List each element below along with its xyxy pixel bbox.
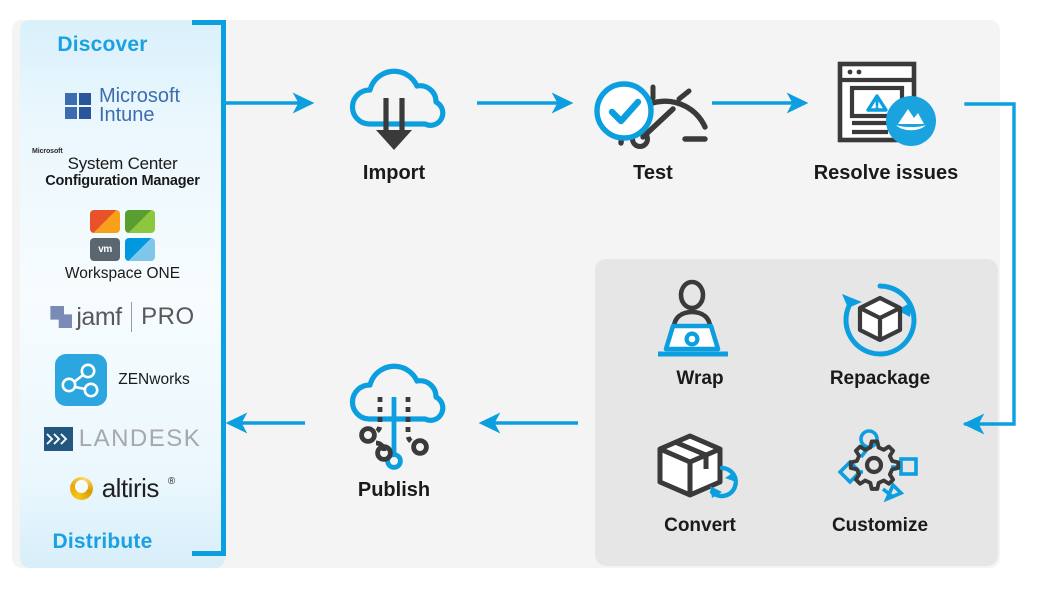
logo-stack: Microsoft Intune Microsoft System Center…: [20, 62, 225, 532]
node-convert[interactable]: Convert: [638, 427, 762, 537]
publish-label: Publish: [357, 479, 431, 501]
intune-line-1: Microsoft: [98, 85, 181, 107]
node-repackage[interactable]: Repackage: [818, 280, 942, 390]
jamf-pro-word: PRO: [141, 303, 195, 330]
bracket-side-segment: [221, 20, 226, 556]
gear-nodes-icon: [818, 427, 942, 509]
logo-jamf-pro: jamf PRO: [20, 295, 225, 339]
jamf-divider: [130, 302, 133, 332]
logo-microsoft-intune: Microsoft Intune: [20, 84, 225, 128]
node-wrap[interactable]: Wrap: [640, 279, 760, 390]
discover-label: Discover: [57, 33, 148, 56]
node-test[interactable]: Test: [583, 60, 723, 185]
person-laptop-icon: [640, 279, 760, 362]
logo-altiris: altiris ®: [20, 470, 225, 506]
tile-orange: [90, 209, 120, 233]
import-label: Import: [362, 162, 426, 184]
sccm-line-1: System Center: [67, 153, 178, 173]
cloud-download-icon: [324, 60, 464, 156]
windows-icon: [64, 93, 91, 119]
gauge-check-icon: [583, 60, 723, 156]
altiris-trademark: ®: [167, 476, 176, 487]
tile-vmware: vm: [90, 237, 120, 261]
wrap-label: Wrap: [676, 368, 724, 389]
landesk-icon: [43, 427, 73, 451]
box-sync-icon: [638, 427, 762, 509]
distribute-label: Distribute: [52, 530, 153, 553]
bracket-bottom-segment: [192, 551, 226, 556]
zenworks-label: ZENworks: [118, 371, 190, 388]
test-label: Test: [633, 162, 673, 184]
box-refresh-circle-icon: [818, 280, 942, 362]
bracket-top-segment: [192, 20, 226, 25]
node-publish[interactable]: Publish: [324, 363, 464, 502]
resolve-issues-label: Resolve issues: [813, 162, 959, 184]
cloud-deploy-icon: [324, 363, 464, 473]
repackage-label: Repackage: [829, 368, 931, 389]
node-import[interactable]: Import: [324, 60, 464, 185]
altiris-label: altiris: [101, 472, 160, 503]
intune-line-2: Intune: [98, 104, 155, 126]
arrow-resolve-to-package-group: [962, 102, 1016, 435]
vm-text: vm: [98, 243, 112, 255]
convert-label: Convert: [664, 515, 736, 536]
tile-green: [125, 209, 155, 233]
package-operations-panel: [595, 259, 998, 566]
logo-intune-text: Microsoft Intune: [98, 85, 181, 126]
altiris-icon: [69, 476, 93, 500]
discover-distribute-panel: [20, 20, 225, 568]
tile-blue: [125, 237, 155, 261]
customize-label: Customize: [831, 515, 929, 536]
workspace-one-icon: vm: [90, 209, 155, 261]
logo-zenworks: ZENworks: [20, 352, 225, 408]
zenworks-icon: [55, 354, 108, 406]
logo-system-center-config-manager: Microsoft System Center Configuration Ma…: [20, 142, 225, 194]
sccm-microsoft-text: Microsoft: [32, 147, 63, 155]
logo-workspace-one: vm Workspace ONE: [20, 205, 225, 287]
sccm-line-2: Configuration Manager: [45, 172, 200, 189]
node-resolve-issues[interactable]: Resolve issues: [808, 55, 964, 185]
node-customize[interactable]: Customize: [818, 427, 942, 537]
landesk-label: LANDESK: [78, 425, 202, 452]
logo-landesk: LANDESK: [20, 422, 225, 456]
workspace-one-label: Workspace ONE: [64, 264, 181, 282]
window-warning-fix-icon: [808, 55, 964, 156]
jamf-word: jamf: [76, 302, 122, 331]
